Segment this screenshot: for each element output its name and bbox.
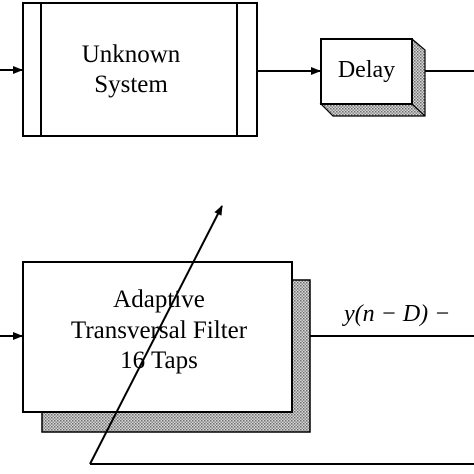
delay-label: Delay: [337, 57, 396, 83]
unknown-system-block: [22, 2, 258, 137]
output-signal-label: y(n − D) −: [344, 301, 451, 327]
adaptation-arrow: [89, 205, 223, 465]
adaptive-filter-block: [22, 261, 293, 413]
adaptive-filter-label: Adaptive Transversal Filter 16 Taps: [24, 285, 294, 377]
adaptive-filter-line1: Adaptive: [113, 286, 205, 313]
adaptive-filter-line3: 16 Taps: [120, 347, 198, 374]
adaptive-filter-line2: Transversal Filter: [70, 316, 248, 344]
unknown-system-line1: Unknown: [81, 41, 181, 68]
delay-block: [319, 37, 426, 117]
unknown-system-line2: System: [94, 70, 168, 98]
unknown-system-label: Unknown System: [24, 40, 238, 99]
